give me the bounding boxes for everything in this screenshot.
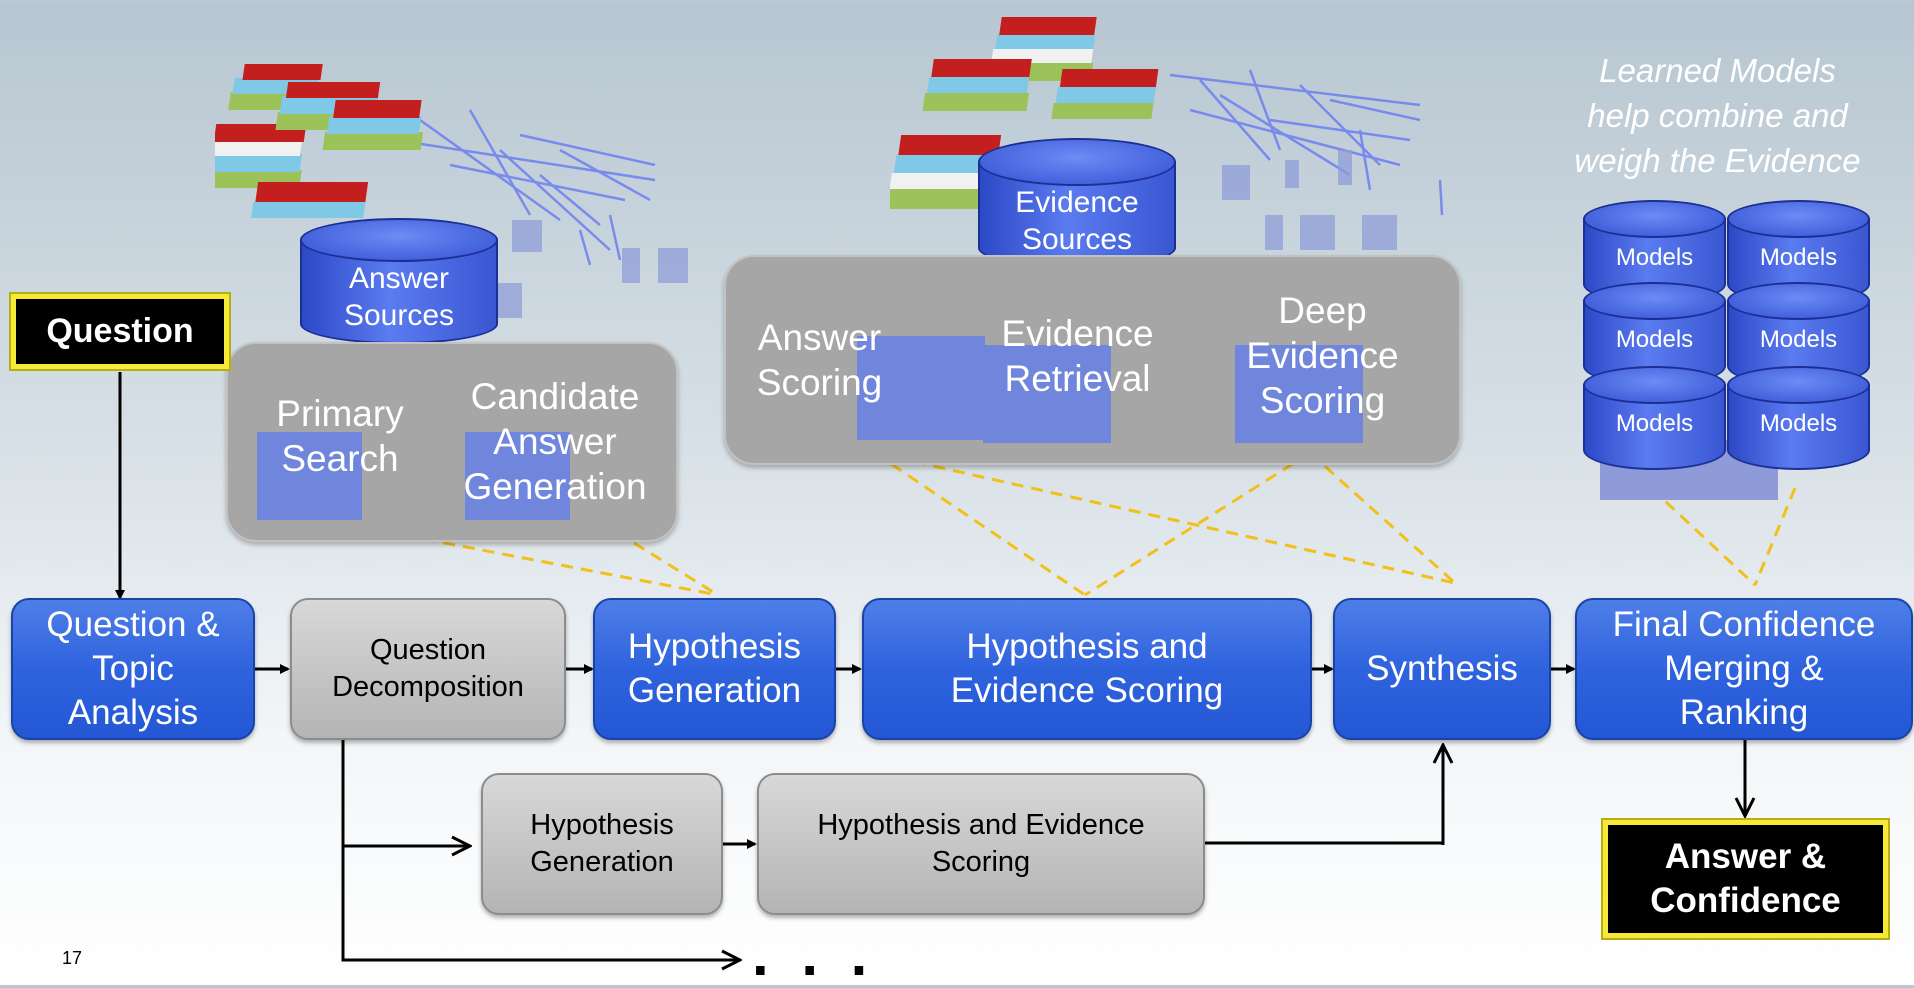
branch-hypothesis-evidence-scoring-box: Hypothesis and Evidence Scoring	[757, 773, 1205, 915]
hypothesis-generation-box: Hypothesis Generation	[593, 598, 836, 740]
deep-evidence-shadow	[1235, 345, 1363, 443]
branch-hypothesis-generation-box: Hypothesis Generation	[481, 773, 723, 915]
models-label: Models	[1615, 244, 1694, 271]
evidence-retrieval-step: Evidence Retrieval	[1001, 313, 1154, 399]
question-decomposition-box: Question Decomposition	[290, 598, 566, 740]
evidence-books-icon	[890, 17, 1159, 209]
candidate-generation-shadow	[465, 432, 570, 520]
answer-sources-label: Answer Sources	[343, 262, 455, 332]
primary-search-step: Primary Search	[276, 393, 404, 479]
synthesis-box: Synthesis	[1333, 598, 1551, 740]
faint-blocks-decor	[498, 150, 1397, 318]
pipeline-arrows	[255, 664, 1745, 816]
more-branches-ellipsis: . . .	[752, 921, 876, 988]
branch-lines	[341, 740, 1443, 960]
primary-search-shadow	[257, 432, 362, 520]
models-label: Models	[1759, 326, 1838, 353]
models-cylinder: Models	[1583, 366, 1726, 470]
hypothesis-evidence-scoring-box: Hypothesis and Evidence Scoring	[862, 598, 1312, 740]
learned-models-caption: Learned Models help combine and weigh th…	[1574, 52, 1861, 179]
models-cylinder: Models	[1727, 366, 1870, 470]
candidate-answer-generation-step: Candidate Answer Generation	[463, 376, 647, 507]
question-topic-analysis-box: Question & Topic Analysis	[11, 598, 255, 740]
faint-lines-decor	[394, 69, 1444, 266]
answer-confidence-box: Answer & Confidence	[1603, 820, 1888, 938]
evidence-sources-label: Evidence Sources	[1015, 186, 1139, 256]
models-label: Models	[1759, 244, 1838, 271]
question-box: Question	[11, 294, 229, 369]
models-label: Models	[1759, 410, 1838, 437]
answer-sources-database: Answer Sources	[300, 218, 498, 344]
deep-evidence-scoring-step: Deep Evidence Scoring	[1246, 290, 1399, 421]
models-label: Models	[1615, 326, 1694, 353]
evidence-sources-database: Evidence Sources	[978, 138, 1176, 268]
final-confidence-merging-box: Final Confidence Merging & Ranking	[1575, 598, 1913, 740]
answer-books-icon	[215, 64, 424, 218]
answer-scoring-shadow	[857, 336, 985, 440]
evidence-retrieval-shadow	[983, 345, 1111, 443]
answer-scoring-step: Answer Scoring	[756, 317, 883, 403]
models-label: Models	[1615, 410, 1694, 437]
slide-number: 17	[62, 948, 83, 968]
